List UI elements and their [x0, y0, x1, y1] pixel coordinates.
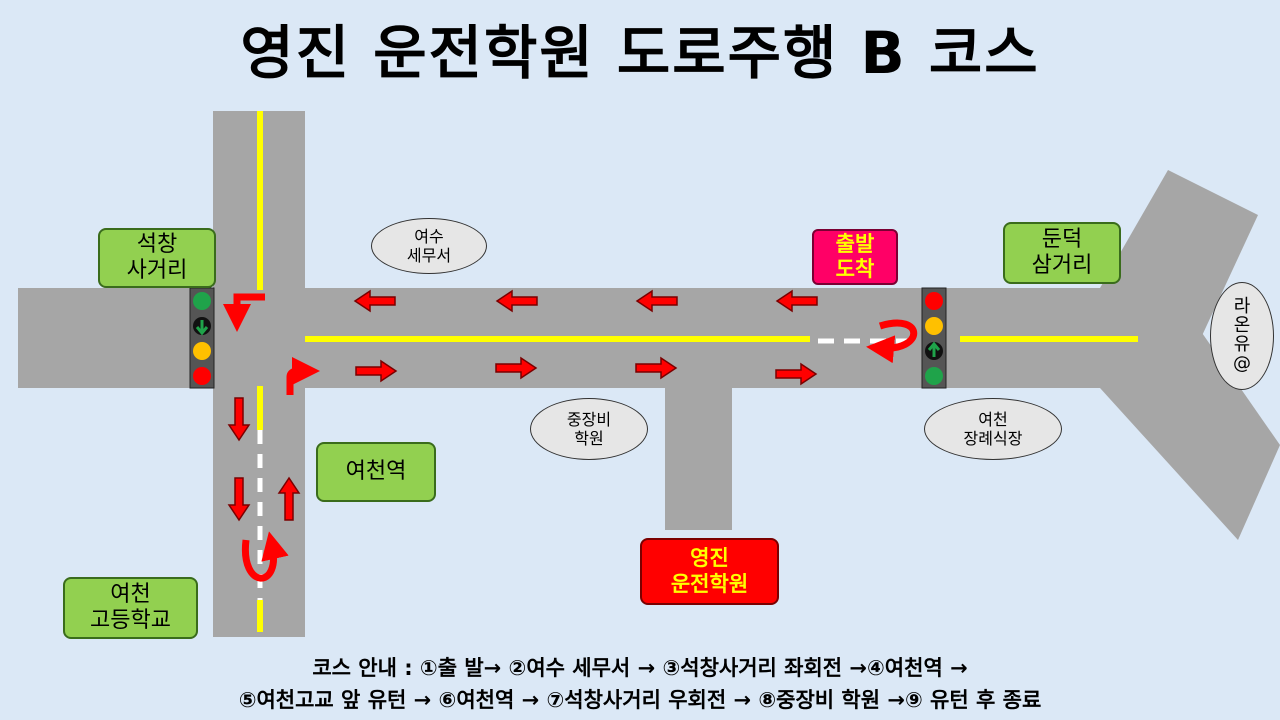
label-yeosu-tax-office: 여수 세무서: [371, 218, 487, 274]
label-seokchang-intersection: 석창 사거리: [98, 228, 216, 288]
label-line: 중장비: [566, 409, 612, 429]
turn-left-icon: [223, 293, 265, 332]
label-depart-arrive: 출발 도착: [812, 229, 898, 285]
label-line: 고등학교: [90, 608, 171, 633]
arrow-down-icon: [227, 477, 251, 522]
arrow-left-icon: [353, 289, 396, 313]
label-line: 여천: [110, 581, 151, 607]
arrow-right-icon: [355, 359, 398, 383]
u-turn-icon: [241, 531, 289, 582]
label-line: 온: [1233, 315, 1251, 337]
label-line: 장례식장: [963, 429, 1023, 448]
label-youngjin-driving-school: 영진 운전학원: [640, 538, 779, 605]
label-yeocheon-funeral-hall: 여천 장례식장: [924, 398, 1062, 460]
course-guide-line-1: 코스 안내 : ①출 발→ ②여수 세무서 → ③석창사거리 좌회전 →④여천역…: [312, 656, 968, 680]
page-title: 영진 운전학원 도로주행 B 코스: [240, 19, 1040, 87]
label-line: 영진: [690, 546, 729, 571]
arrow-left-icon: [775, 289, 818, 313]
label-heavy-equipment-academy: 중장비 학원: [530, 398, 648, 460]
arrow-right-icon: [635, 356, 678, 380]
arrow-up-icon: [277, 476, 301, 521]
label-line: 세무서: [406, 246, 452, 265]
label-line: 삼거리: [1031, 253, 1093, 278]
label-line: 사거리: [126, 258, 188, 283]
label-yeocheon-station: 여천역: [316, 442, 436, 502]
arrow-left-icon: [635, 289, 678, 313]
label-line: 둔덕: [1041, 226, 1083, 252]
label-line: 라: [1233, 296, 1251, 318]
arrow-right-icon: [775, 362, 818, 386]
arrow-right-icon: [495, 356, 538, 380]
u-turn-icon: [866, 319, 918, 364]
label-line: 여천: [978, 409, 1008, 429]
label-raonyu: 라 온 유 @: [1210, 282, 1274, 390]
route-arrows: [227, 289, 818, 522]
arrow-down-icon: [227, 397, 251, 442]
label-line: 학원: [574, 429, 604, 448]
traffic-light-icon: [189, 287, 215, 389]
arrow-left-icon: [495, 289, 538, 313]
label-dundeok-junction: 둔덕 삼거리: [1003, 222, 1121, 284]
label-line: 운전학원: [670, 571, 749, 596]
side-road-jungjang: [665, 380, 732, 530]
turn-right-icon: [286, 357, 320, 395]
label-line: @: [1233, 352, 1251, 374]
fork-road-upper: [1100, 170, 1258, 360]
course-guide-line-2: ⑤여천고교 앞 유턴 → ⑥여천역 → ⑦석창사거리 우회전 → ⑧중장비 학원…: [238, 688, 1042, 712]
label-line: 여수: [414, 226, 444, 246]
label-yeocheon-high-school: 여천 고등학교: [63, 577, 198, 639]
label-line: 유: [1233, 334, 1251, 355]
center-lines: [257, 111, 1138, 632]
label-line: 여천역: [345, 458, 407, 484]
label-line: 석창: [136, 231, 178, 257]
label-line: 도착: [835, 257, 875, 281]
traffic-light-icon: [921, 287, 947, 389]
label-line: 출발: [835, 231, 875, 256]
